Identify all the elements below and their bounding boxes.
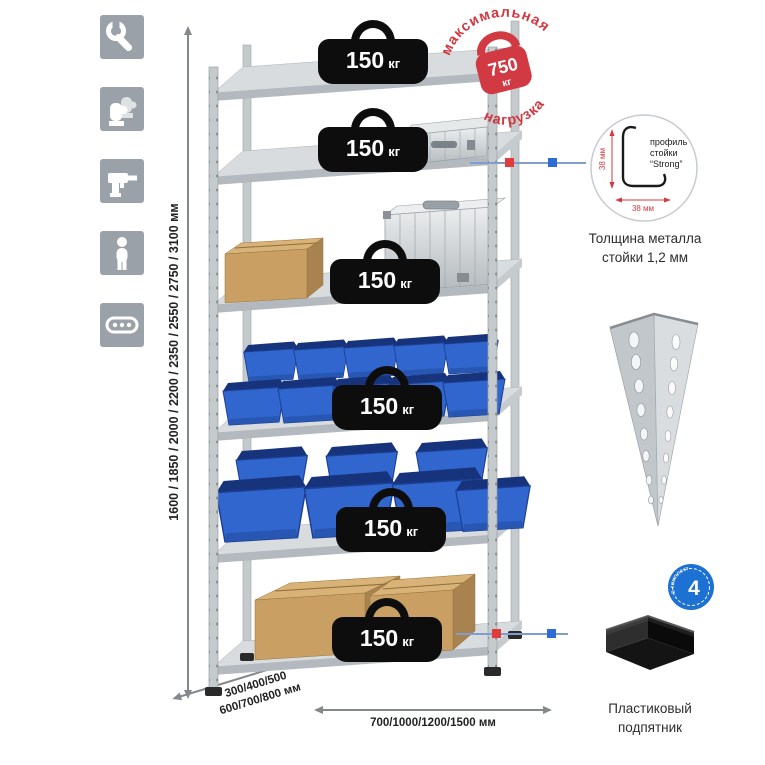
arrow-right-icon [543, 705, 552, 714]
thickness-caption-line2: стойки 1,2 мм [601, 249, 689, 265]
max-load-stamp: максимальная нагрузка 750 кг [431, 0, 555, 136]
stamp-unit: кг [501, 77, 513, 90]
profile-dim-horizontal: 38 мм [632, 204, 654, 213]
foot-caption-line2: подпятник [617, 719, 683, 735]
load-unit: кг [402, 402, 415, 417]
callout-marker-red [505, 158, 514, 167]
drill-icon [100, 159, 144, 203]
rack-front-posts [205, 46, 522, 696]
width-dimension-label: 700/1000/1200/1500 мм [370, 717, 496, 729]
thickness-caption: Толщина металла стойки 1,2 мм [565, 230, 725, 268]
profile-label-1: профиль [650, 137, 688, 147]
callout-line-bottom [456, 633, 568, 635]
callout-marker-red [492, 629, 501, 638]
load-value: 150 [359, 625, 399, 651]
load-unit: кг [400, 276, 413, 291]
arrow-up-icon [184, 26, 192, 35]
kettlebell-handle-icon [363, 240, 407, 264]
plastic-foot-photo [605, 614, 695, 670]
badge-value: 4 [688, 577, 700, 600]
kettlebell-handle-icon [365, 366, 409, 390]
load-value: 150 [363, 515, 403, 541]
height-dimension-label: 1600 / 1850 / 2000 / 2200 / 2350 / 2550 … [167, 203, 181, 521]
load-unit: кг [388, 144, 401, 159]
arrow-down-icon [184, 690, 192, 699]
profile-label-3: “Strong” [650, 159, 683, 169]
person-icon [100, 231, 144, 275]
profile-callout: 38 мм 38 мм профиль стойки “Strong” [590, 114, 698, 222]
width-dimension-line [322, 709, 544, 711]
foot-caption-line1: Пластиковый [608, 701, 692, 716]
foot-caption: Пластиковый подпятник [570, 700, 730, 738]
kettlebell-handle-icon [351, 108, 395, 132]
height-dimension-line [187, 30, 189, 694]
load-value: 150 [359, 393, 399, 419]
stamp-arc-bottom: нагрузка [478, 94, 551, 136]
load-unit: кг [402, 634, 415, 649]
kettlebell-handle-icon [369, 488, 413, 512]
profile-drawing [621, 125, 667, 188]
wrench-icon [100, 15, 144, 59]
corner-post-photo [609, 312, 699, 527]
callout-marker-blue [548, 158, 557, 167]
load-unit: кг [388, 56, 401, 71]
load-unit: кг [406, 524, 419, 539]
perforated-strip-icon [100, 303, 144, 347]
load-value: 150 [345, 135, 385, 161]
profile-dim-vertical: 38 мм [598, 148, 607, 170]
callout-marker-blue [547, 629, 556, 638]
included-badge: в комплекте 4 [666, 562, 714, 610]
kettlebell-handle-icon [351, 20, 395, 44]
callout-line-top [470, 162, 586, 164]
stamp-kettlebell-body-icon [475, 45, 532, 95]
stamp-kettlebell-handle-icon [477, 31, 521, 56]
load-value: 150 [345, 47, 385, 73]
gloves-icon [100, 87, 144, 131]
svg-text:нагрузка: нагрузка [478, 94, 551, 136]
kettlebell-handle-icon [365, 598, 409, 622]
load-value: 150 [357, 267, 397, 293]
thickness-caption-line1: Толщина металла [588, 231, 702, 246]
profile-label-2: стойки [650, 148, 678, 158]
arrow-left-icon [314, 705, 323, 714]
cardboard-box-small [224, 237, 324, 304]
